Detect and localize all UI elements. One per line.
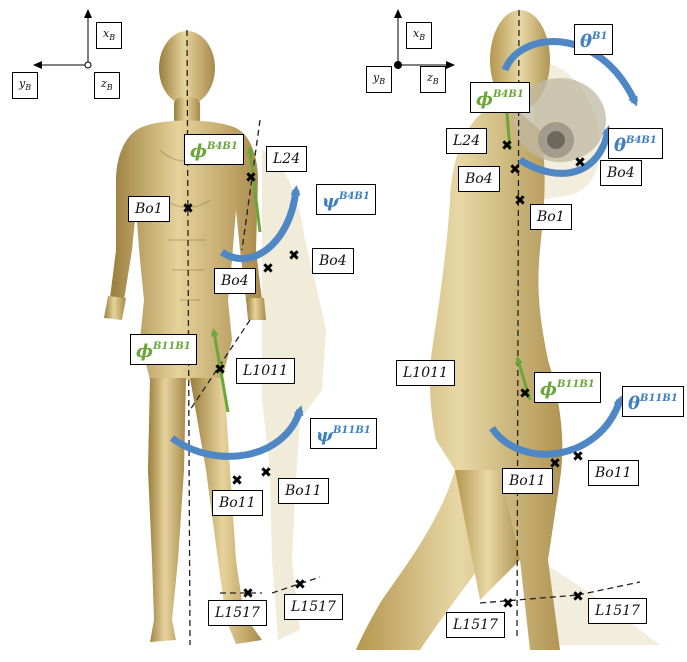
label-bo1: Bo1 — [128, 196, 170, 222]
marker-r-bo4-far: ✖ — [574, 155, 586, 171]
marker-bo11-near: ✖ — [231, 473, 243, 489]
marker-r-l24: ✖ — [501, 138, 513, 154]
label-r-l1517-far: L1517 — [588, 598, 647, 624]
label-l1517-near: L1517 — [208, 600, 267, 626]
angle-psi-b11b1-left: ψB11B1 — [310, 418, 377, 449]
axis-label-z-left: zB — [94, 72, 120, 99]
marker-bo4-far: ✖ — [288, 248, 300, 264]
angle-phi-b11b1-right: ϕB11B1 — [534, 372, 601, 403]
angle-theta-b4b1-right: θB4B1 — [608, 128, 663, 159]
axis-label-x-left: xB — [96, 22, 122, 49]
label-r-bo1: Bo1 — [530, 204, 572, 230]
angle-phi-b4b1-left: ϕB4B1 — [184, 134, 244, 165]
angle-phi-b4b1-right: ϕB4B1 — [470, 82, 530, 113]
marker-r-l1517-near: ✖ — [502, 596, 514, 612]
marker-r-bo1: ✖ — [514, 193, 526, 209]
label-bo4-far: Bo4 — [312, 248, 354, 274]
label-r-l1517-near: L1517 — [446, 612, 505, 638]
label-bo11-far: Bo11 — [278, 478, 329, 504]
label-l24: L24 — [266, 146, 307, 172]
left-ghost-figure — [262, 150, 326, 640]
marker-r-bo4-near: ✖ — [509, 162, 521, 178]
label-bo11-near: Bo11 — [212, 490, 263, 516]
angle-psi-b4b1-left: ψB4B1 — [316, 184, 376, 215]
label-r-bo11-far: Bo11 — [588, 460, 639, 486]
axis-label-y-left: yB — [12, 72, 38, 99]
label-l1517-far: L1517 — [284, 594, 343, 620]
axis-label-z-right: zB — [420, 66, 446, 93]
marker-l24: ✖ — [245, 170, 257, 186]
label-bo4-near: Bo4 — [214, 268, 256, 294]
label-l1011: L1011 — [236, 358, 295, 384]
marker-r-l1011: ✖ — [519, 386, 531, 402]
label-r-bo4-far: Bo4 — [600, 160, 642, 186]
marker-r-bo11-far: ✖ — [572, 449, 584, 465]
angle-theta-b11b1-right: θB11B1 — [622, 386, 684, 417]
marker-bo1: ✖ — [182, 201, 194, 217]
marker-l1517-far: ✖ — [294, 577, 306, 593]
angle-phi-b11b1-left: ϕB11B1 — [130, 334, 197, 365]
label-r-l24: L24 — [446, 128, 487, 154]
marker-bo4-near: ✖ — [262, 261, 274, 277]
marker-l1011: ✖ — [214, 362, 226, 378]
label-r-bo4-near: Bo4 — [458, 166, 500, 192]
axis-label-y-right: yB — [366, 66, 392, 93]
angle-theta-b1-right: θB1 — [574, 24, 613, 55]
axis-label-x-right: xB — [406, 22, 432, 49]
marker-bo11-far: ✖ — [260, 465, 272, 481]
marker-r-l1517-far: ✖ — [572, 589, 584, 605]
label-r-bo11-near: Bo11 — [502, 468, 553, 494]
label-r-l1011: L1011 — [396, 360, 455, 386]
